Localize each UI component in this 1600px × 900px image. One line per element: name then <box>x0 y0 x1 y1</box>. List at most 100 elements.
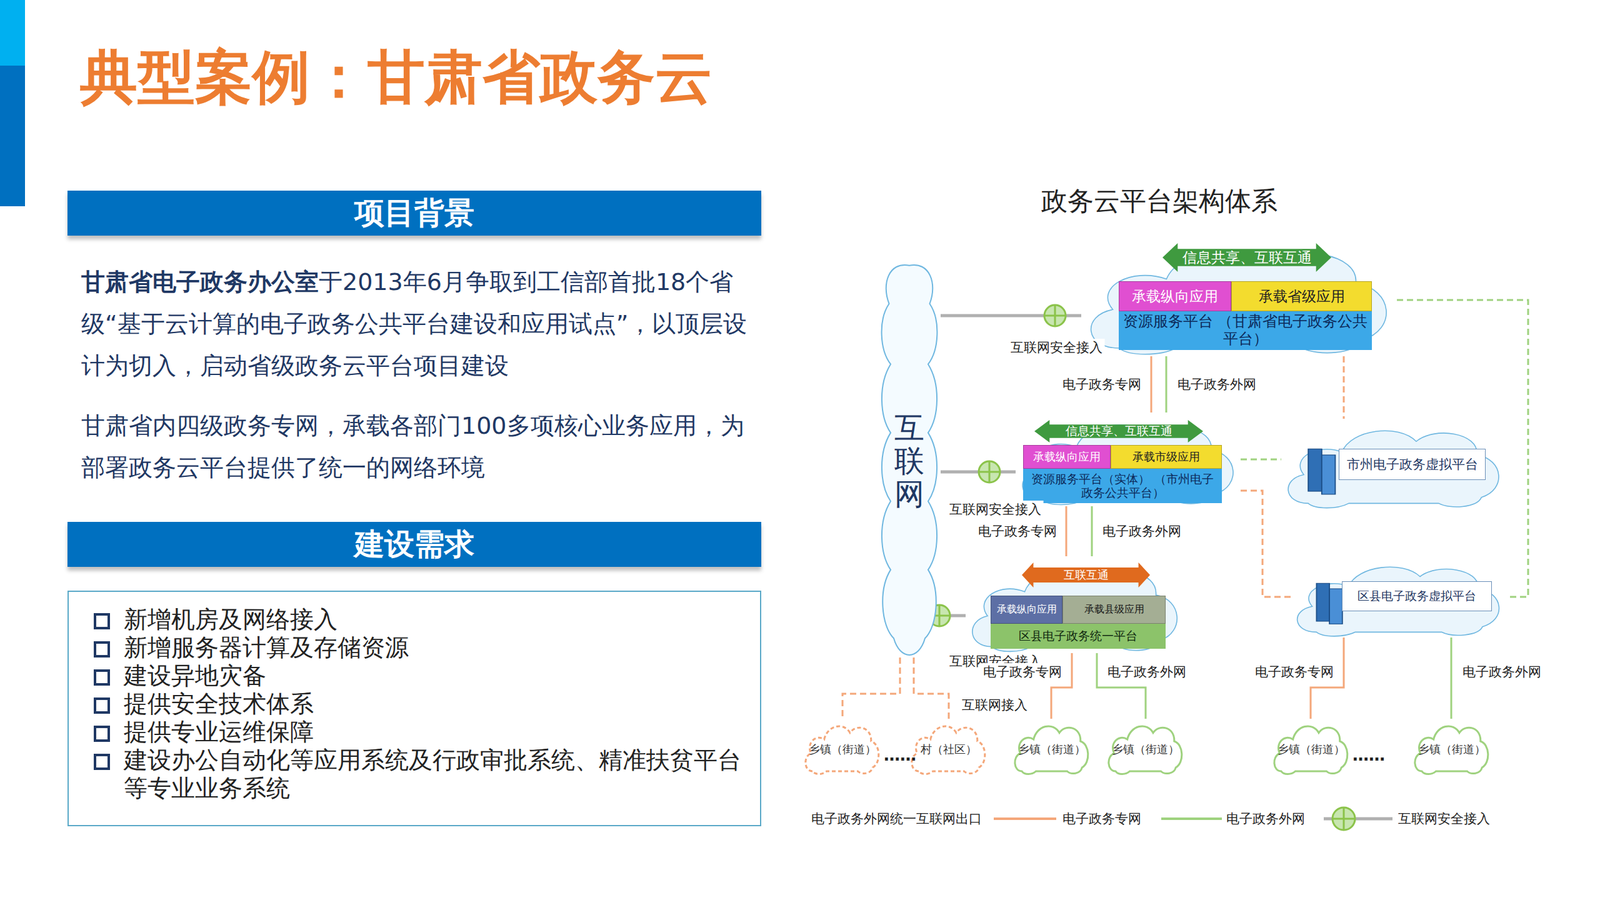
list-item: 提供专业运维保障 <box>93 718 748 747</box>
cloud-outline <box>1297 566 1500 637</box>
edge-label: 互联网接入 <box>959 696 1030 714</box>
node-text: 乡镇（街道） <box>803 718 882 775</box>
edge-label: 电子政务专网 <box>1060 375 1144 394</box>
connector <box>1450 637 1453 719</box>
platform-cloud: 资源服务平台 （甘肃省电子政务公共平台） 信息共享、互联互通承载纵向应用承载省级应… <box>1081 234 1397 357</box>
township-cloud: 乡镇（街道） <box>1271 718 1350 775</box>
platform-layer: 承载省级应用 <box>1231 281 1372 312</box>
double-arrow <box>1034 420 1204 443</box>
node-text: 信息共享、互联互通 <box>1162 243 1332 272</box>
township-cloud: 乡镇（街道） <box>803 718 882 775</box>
side-bar-top <box>0 0 25 66</box>
ellipsis: …… <box>883 745 917 765</box>
platform-cloud: 区县电子政务统一平台 互联互通承载纵向应用承载县级应用 <box>965 556 1185 654</box>
edge-label: 互联网安全接入 <box>946 500 1044 519</box>
cloud-outline <box>881 265 938 655</box>
township-cloud: 村（社区） <box>909 718 988 775</box>
node-text: 承载省级应用 <box>1231 281 1372 311</box>
paragraph-lead: 甘肃省电子政务办公室 <box>81 268 319 296</box>
connector <box>1165 356 1168 413</box>
section-band: 项目背景 <box>67 190 762 236</box>
connector <box>913 657 949 719</box>
platform-layer: 承载纵向应用 <box>990 595 1063 624</box>
server-icon <box>1308 448 1322 492</box>
node-text: 乡镇（街道） <box>1412 718 1491 775</box>
node-text: 资源服务平台（实体） （市州电子政务公共平台） <box>1023 468 1222 504</box>
node-text: 乡镇（街道） <box>1106 718 1185 775</box>
node-text: 项目背景 <box>67 190 762 236</box>
legend-text: 电子政务外网统一互联网出口 <box>811 810 982 828</box>
node-text: 市州电子政务虚拟平台 <box>1338 448 1486 480</box>
server-icon <box>1316 583 1330 622</box>
secure-symbol <box>1044 315 1066 317</box>
node-text: 建设需求 <box>67 521 762 567</box>
platform-layer: 承载市级应用 <box>1110 445 1222 469</box>
secure-symbol <box>978 461 1000 483</box>
internet-cloud: 互联网 <box>878 259 941 663</box>
edge-label: 电子政务外网 <box>1100 522 1184 540</box>
virtual-platform: 市州电子政务虚拟平台 <box>1281 418 1507 510</box>
connector <box>1091 506 1094 557</box>
connector <box>1065 506 1068 557</box>
legend-text: 互联网安全接入 <box>1398 810 1490 828</box>
node-text: 信息共享、互联互通 <box>1034 420 1204 443</box>
node-text: 区县电子政务统一平台 <box>990 623 1166 649</box>
node-text: 承载县级应用 <box>1063 596 1165 624</box>
node-text: 村（社区） <box>909 718 988 775</box>
node-text: 资源服务平台 （甘肃省电子政务公共平台） <box>1118 311 1372 350</box>
secure-symbol <box>978 471 1000 474</box>
node-text: 互联网 <box>878 259 941 663</box>
exchange-arrow: 信息共享、互联互通 <box>1034 420 1204 443</box>
platform-layer: 承载纵向应用 <box>1023 445 1111 469</box>
connector <box>1150 356 1153 413</box>
exchange-arrow: 互联互通 <box>1021 562 1150 588</box>
list-item: 新增服务器计算及存储资源 <box>93 633 748 662</box>
paragraph: 甘肃省内四级政务专网，承载各部门100多项核心业务应用，为部署政务云平台提供了统… <box>81 405 750 489</box>
township-cloud: 乡镇（街道） <box>1412 718 1491 775</box>
township-cloud: 乡镇（街道） <box>1012 718 1091 775</box>
platform-layer: 承载县级应用 <box>1062 595 1166 624</box>
cloud-outline <box>1288 430 1499 508</box>
double-arrow <box>1162 243 1332 272</box>
node-text: 乡镇（街道） <box>1271 718 1350 775</box>
requirement-list: 新增机房及网络接入新增服务器计算及存储资源建设异地灾备提供安全技术体系提供专业运… <box>67 590 762 827</box>
edge-label: 电子政务外网 <box>1460 663 1544 681</box>
server-icon <box>1321 455 1336 495</box>
secure-symbol <box>1044 305 1066 327</box>
legend-line <box>993 817 1057 820</box>
legend-line <box>1161 817 1222 820</box>
edge-label: 电子政务专网 <box>975 522 1060 540</box>
node-text: 承载市级应用 <box>1111 445 1222 469</box>
node-text: 乡镇（街道） <box>1012 718 1091 775</box>
edge-label: 互联网安全接入 <box>1008 338 1105 357</box>
list-item: 提供安全技术体系 <box>93 690 748 719</box>
ellipsis: …… <box>1352 745 1385 765</box>
node-text: 互联互通 <box>1021 562 1150 588</box>
node-text: 区县电子政务虚拟平台 <box>1341 581 1492 612</box>
secure-symbol <box>1332 818 1355 820</box>
connector <box>1240 490 1291 597</box>
page-title: 典型案例：甘肃省政务云 <box>80 38 713 117</box>
connector <box>1343 356 1345 419</box>
edge-label: 电子政务外网 <box>1105 663 1189 681</box>
paragraph: 甘肃省电子政务办公室于2013年6月争取到工信部首批18个省级“基于云计算的电子… <box>81 261 750 387</box>
township-cloud: 乡镇（街道） <box>1106 718 1185 775</box>
platform-cloud: 资源服务平台（实体） （市州电子政务公共平台） 信息共享、互联互通承载纵向应用承载… <box>1015 412 1241 507</box>
platform-layer: 承载纵向应用 <box>1118 281 1232 312</box>
list-item: 新增机房及网络接入 <box>93 605 748 634</box>
list-item: 建设异地灾备 <box>93 661 748 690</box>
server-icon <box>1329 588 1343 624</box>
connector <box>842 657 900 719</box>
list-item: 建设办公自动化等应用系统及行政审批系统、精准扶贫平台等专业业务系统 <box>93 746 748 803</box>
diagram-title: 政务云平台架构体系 <box>1041 183 1278 219</box>
double-arrow <box>1021 562 1150 588</box>
exchange-arrow: 信息共享、互联互通 <box>1162 243 1332 272</box>
edge-label: 电子政务专网 <box>1252 663 1337 681</box>
legend-text: 电子政务专网 <box>1062 810 1142 828</box>
section-band: 建设需求 <box>67 521 762 567</box>
node-text: 承载纵向应用 <box>1119 281 1231 311</box>
legend-text: 电子政务外网 <box>1226 810 1305 828</box>
edge-label: 电子政务外网 <box>1175 375 1259 394</box>
node-text: 承载纵向应用 <box>1023 445 1110 469</box>
